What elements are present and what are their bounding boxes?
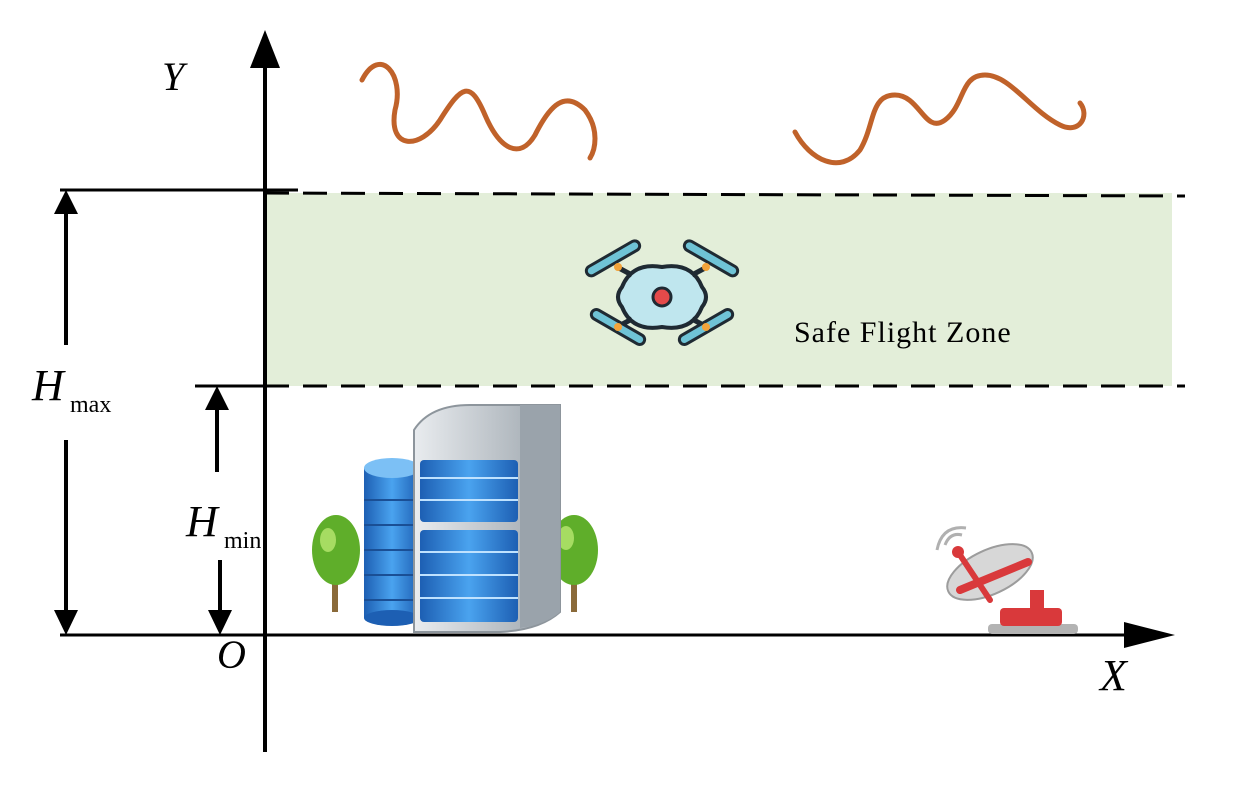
hmax-arrow-upper-head [54,190,78,214]
x-axis-arrowhead [1124,622,1175,648]
hmin-letter: H [185,497,220,546]
tree-icon [550,515,598,612]
origin-label: O [217,632,246,677]
hmin-arrow-lower-head [208,610,232,635]
hmax-arrow-lower-head [54,610,78,635]
hmax-letter: H [31,361,66,410]
wave-icon [792,72,1087,166]
wave-icon [359,62,598,161]
drone-icon [584,239,740,346]
hmin-label: H min [185,497,261,554]
hmax-boundary-line [264,191,1186,198]
hmax-subscript: max [70,392,111,418]
radar-antenna-icon [935,526,1078,634]
x-axis-label: X [1098,651,1129,700]
y-axis-label: Y [162,54,188,99]
hmin-subscript: min [224,528,261,554]
y-axis-arrowhead [250,30,280,68]
building-icon [364,404,561,633]
tree-icon [312,515,360,612]
hmax-label: H max [31,361,111,418]
safe-flight-zone-label: Safe Flight Zone [794,316,1012,349]
safe-flight-zone [265,193,1172,386]
hmin-arrow-upper-head [205,386,229,410]
